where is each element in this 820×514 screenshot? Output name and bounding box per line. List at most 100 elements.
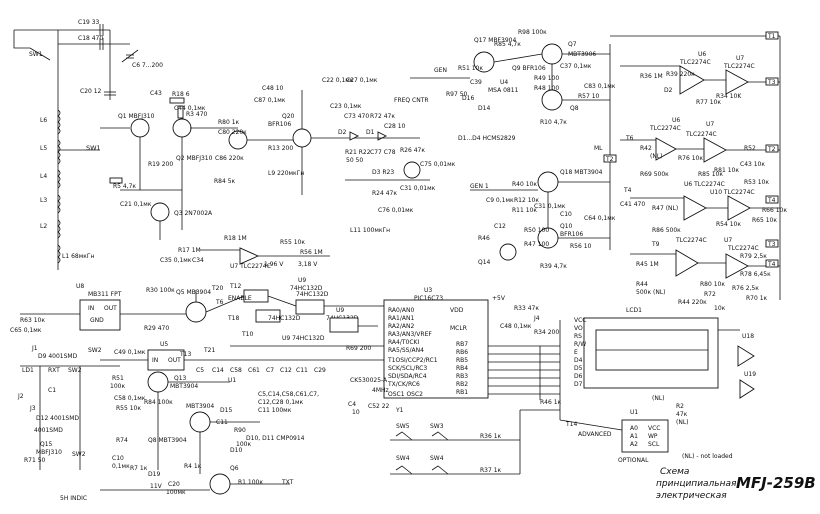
- svg-text:R76 10к: R76 10к: [678, 155, 703, 162]
- title-line1: Схема: [660, 467, 689, 477]
- svg-text:R47 100: R47 100: [524, 241, 549, 248]
- svg-text:RA1/AN1: RA1/AN1: [388, 315, 414, 322]
- svg-text:C73 470: C73 470: [344, 113, 369, 120]
- svg-text:C87 0,1мк: C87 0,1мк: [254, 97, 286, 104]
- svg-text:U18: U18: [742, 333, 754, 340]
- svg-text:Q15: Q15: [40, 441, 53, 448]
- r36-label: R36 1M: [640, 73, 663, 80]
- svg-text:C86 220к: C86 220к: [215, 155, 244, 162]
- u2-label: U1: [228, 377, 236, 384]
- svg-text:500к (NL): 500к (NL): [636, 289, 666, 296]
- svg-text:D7: D7: [574, 381, 583, 388]
- svg-text:C52 22: C52 22: [368, 403, 390, 410]
- svg-text:GEN 1: GEN 1: [470, 183, 489, 190]
- svg-text:IN: IN: [152, 357, 158, 364]
- r30-label: R30 100к: [146, 287, 175, 294]
- svg-text:T6: T6: [215, 299, 224, 306]
- svg-text:OUT: OUT: [168, 357, 181, 364]
- svg-text:R44: R44: [636, 281, 648, 288]
- c20-label: C20 12: [80, 88, 102, 95]
- lcd-label: LCD1: [626, 307, 642, 314]
- svg-text:BFR106: BFR106: [268, 121, 291, 128]
- q2-label: Q2 MBFJ310: [176, 155, 213, 162]
- svg-text:IN: IN: [88, 305, 94, 312]
- svg-text:Q6: Q6: [230, 465, 239, 472]
- l11-label: L11 100мкГн: [350, 227, 390, 234]
- title-line3: электрическая: [656, 491, 727, 501]
- u5-label: U5: [160, 341, 168, 348]
- svg-text:T3: T3: [767, 79, 776, 86]
- svg-text:R12 10к: R12 10к: [514, 197, 539, 204]
- svg-text:MBT3904: MBT3904: [186, 403, 214, 410]
- svg-text:C20: C20: [168, 481, 180, 488]
- c23-label: C23 0,1мк: [330, 103, 362, 110]
- svg-text:R74: R74: [116, 437, 128, 444]
- r1-label: R1 100к: [238, 479, 263, 486]
- r56-label: R56 1M: [300, 249, 323, 256]
- u3-type: PIC16C73: [414, 295, 443, 302]
- r45-label: R45 1M: [636, 261, 659, 268]
- svg-text:R19 200: R19 200: [148, 161, 173, 168]
- svg-text:GND: GND: [90, 317, 104, 324]
- q3-label: Q3 2N7002A: [174, 210, 213, 217]
- svg-text:D16: D16: [462, 95, 474, 102]
- sw3-label: SW3: [430, 423, 444, 430]
- d10-label: D10, D11 CMP0914: [246, 435, 305, 442]
- svg-text:BFR106: BFR106: [560, 231, 583, 238]
- svg-text:R49 100: R49 100: [534, 75, 559, 82]
- gate-section: R17 1M R18 1M R55 10к R56 1M U7 TLC2274C…: [160, 235, 378, 342]
- sw5-label: SW5: [396, 423, 410, 430]
- svg-text:D1: D1: [366, 129, 375, 136]
- svg-text:TLC2274C: TLC2274C: [727, 245, 759, 252]
- svg-text:C12,C28 0,1мк: C12,C28 0,1мк: [258, 399, 304, 406]
- svg-text:T4: T4: [767, 197, 776, 204]
- svg-text:R11 10к: R11 10к: [512, 207, 537, 214]
- svg-text:RB3: RB3: [456, 373, 468, 380]
- svg-text:R55 10к: R55 10к: [116, 405, 141, 412]
- svg-text:R84 5к: R84 5к: [214, 178, 236, 185]
- svg-text:0,1мк: 0,1мк: [112, 463, 130, 470]
- svg-text:U9 74HC132D: U9 74HC132D: [282, 335, 325, 342]
- r70-label: R70 1к: [746, 295, 768, 302]
- r97-label: R97 50: [446, 91, 468, 98]
- svg-text:TLC2274C: TLC2274C: [649, 125, 681, 132]
- svg-text:5H INDIC: 5H INDIC: [60, 495, 87, 502]
- svg-text:U6 TLC2274C: U6 TLC2274C: [684, 181, 725, 188]
- svg-text:U19: U19: [744, 371, 756, 378]
- r80-label: R80 10к: [700, 281, 725, 288]
- r4-label: R4 1к: [184, 463, 202, 470]
- svg-text:C58 0,1мк: C58 0,1мк: [114, 395, 146, 402]
- svg-text:U7: U7: [706, 121, 714, 128]
- svg-text:SW4: SW4: [430, 455, 444, 462]
- svg-text:R40 10к: R40 10к: [512, 181, 537, 188]
- svg-text:SCK/SCL/RC3: SCK/SCL/RC3: [388, 365, 427, 372]
- svg-text:C5,C14,C58,C61,C7,: C5,C14,C58,C61,C7,: [258, 391, 319, 398]
- svg-text:R51: R51: [112, 375, 124, 382]
- r69-label: R69 200: [346, 345, 371, 352]
- svg-text:A2: A2: [630, 441, 638, 448]
- svg-text:Q7: Q7: [568, 41, 577, 48]
- r55-label: R55 10к: [280, 239, 305, 246]
- r18b-label: R18 1M: [224, 235, 247, 242]
- r33-label: R33 47к: [514, 305, 539, 312]
- svg-text:C7: C7: [266, 367, 274, 374]
- svg-text:C12: C12: [494, 223, 506, 230]
- band-switch-section: SW1 C19 33 C18 470 C6 7...200 C20 12 L6L…: [13, 19, 163, 270]
- svg-text:R21 R22: R21 R22: [345, 149, 371, 156]
- r44-label: R44 220к: [678, 299, 707, 306]
- r66-label: R66 10к: [762, 207, 787, 214]
- svg-text:74HC132D: 74HC132D: [268, 315, 301, 322]
- svg-text:T2: T2: [767, 146, 776, 153]
- svg-text:R26 47к: R26 47к: [400, 147, 425, 154]
- svg-text:T12: T12: [229, 283, 241, 290]
- q13-label: Q13: [174, 375, 187, 382]
- svg-text:C10: C10: [560, 211, 572, 218]
- svg-text:T1OSI/CCP2/RC1: T1OSI/CCP2/RC1: [387, 357, 438, 364]
- u5-gate-label: 74HC132D: [296, 291, 329, 298]
- svg-text:R5 4,7к: R5 4,7к: [113, 183, 136, 190]
- svg-text:C11: C11: [296, 367, 308, 374]
- svg-text:3,18 V: 3,18 V: [298, 261, 318, 268]
- svg-text:RB4: RB4: [456, 365, 468, 372]
